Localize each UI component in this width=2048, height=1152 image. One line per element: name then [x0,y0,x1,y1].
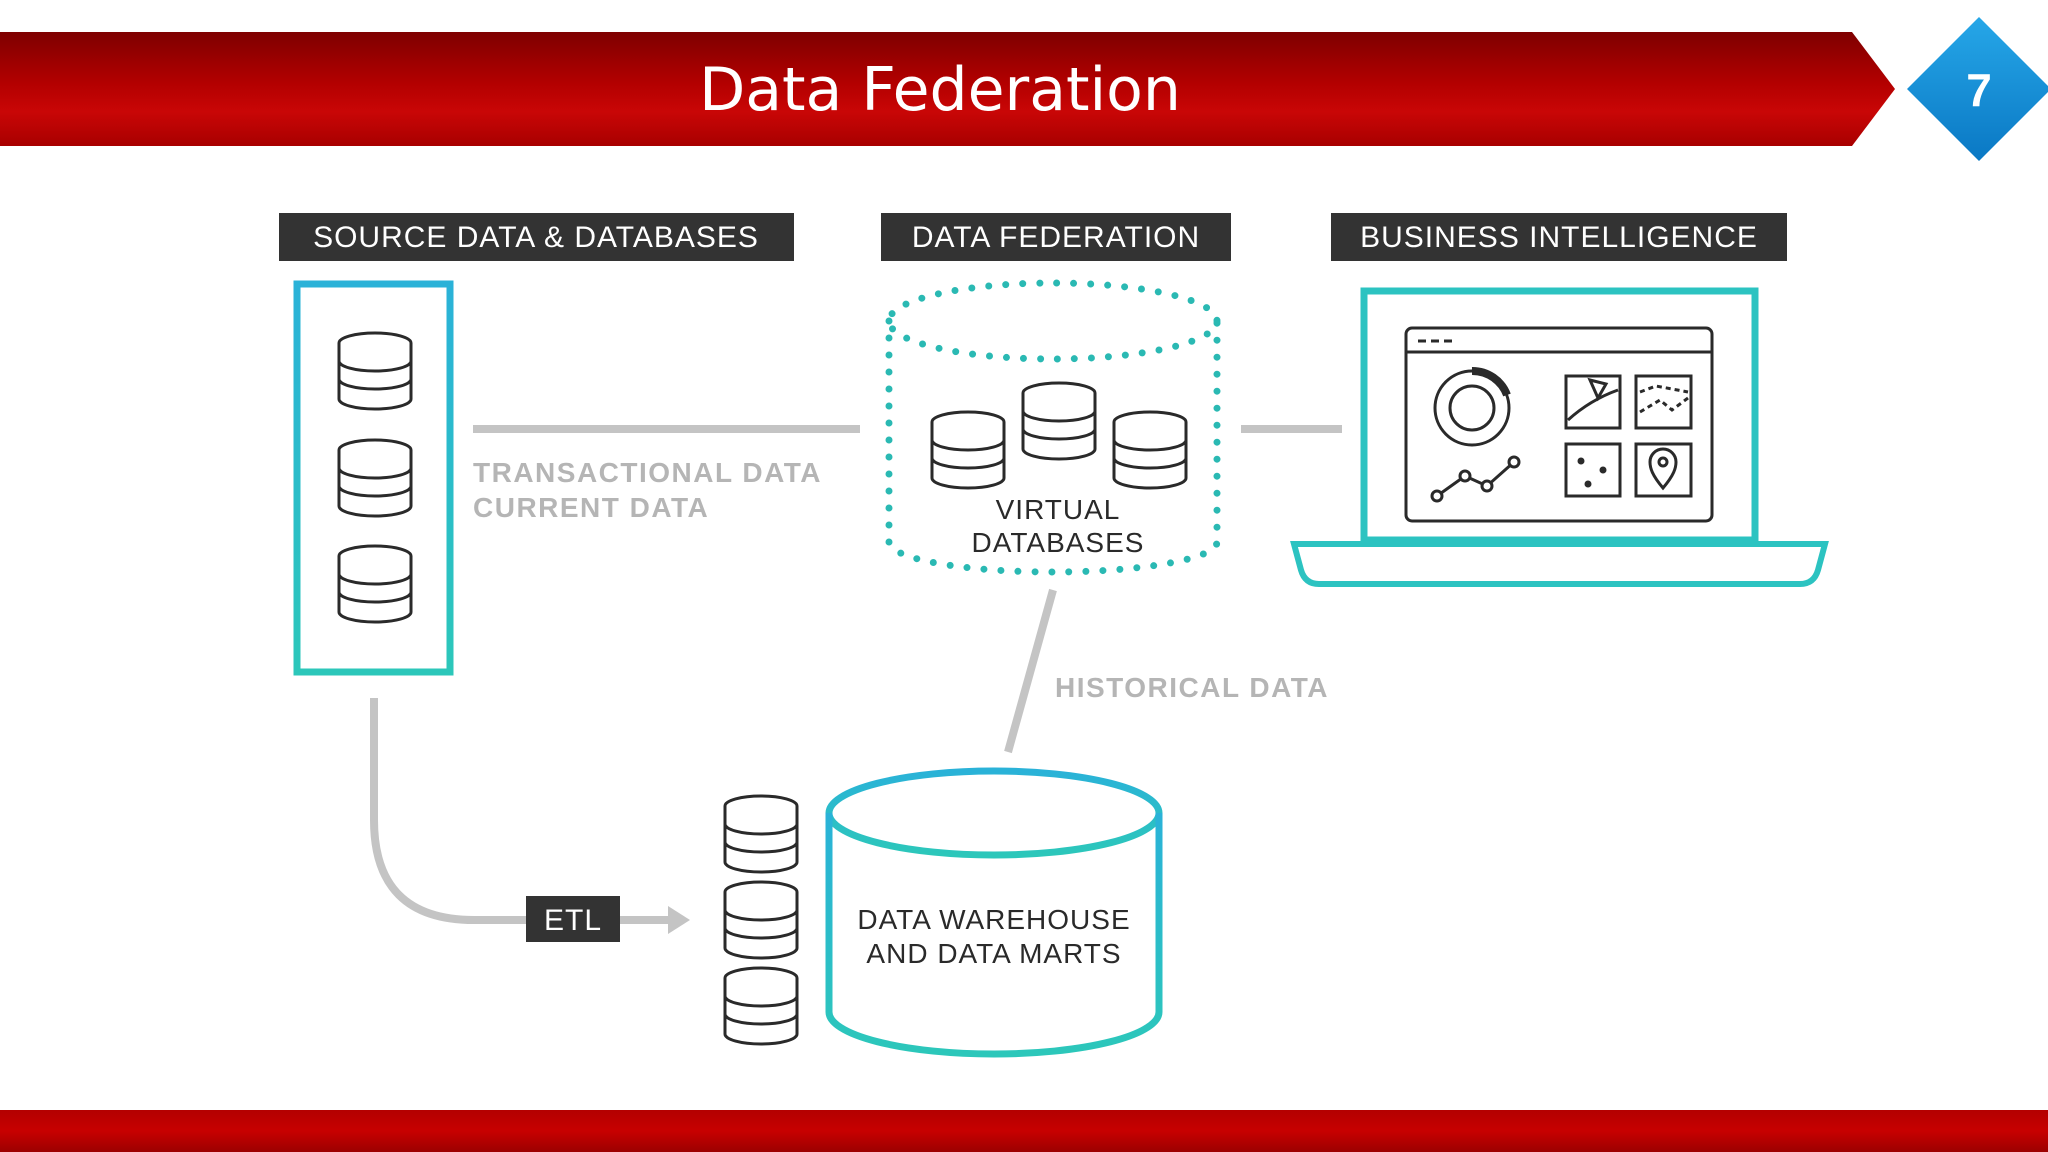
line-chart-icon [1430,455,1521,503]
virtual-database-icon [930,410,1006,490]
title-banner [0,32,1895,146]
laptop-icon [1290,287,1829,587]
source-database-icon [337,331,413,411]
warehouse-database-icon [723,880,799,960]
slide-title: Data Federation [699,55,1181,125]
federation-header: DATA FEDERATION [912,221,1200,254]
slide-number-badge [1907,17,2048,161]
virtual-database-icon [1112,410,1188,490]
etl-box [526,896,620,942]
bi-header-box [1331,213,1787,261]
virtual-database-cylinder [885,279,1221,576]
warehouse-label-line1: DATA WAREHOUSE [857,904,1130,935]
current-data-label: CURRENT DATA [473,492,709,523]
scatter-plot-icon [1564,442,1622,498]
virtual-database-icon [1021,381,1097,461]
slide-number: 7 [1966,64,1992,116]
source-database-icon [337,544,413,624]
virtual-label-line2: DATABASES [972,527,1145,558]
map-icon [1564,374,1622,430]
donut-chart-icon [1433,366,1511,447]
transactional-data-label: TRANSACTIONAL DATA [473,457,822,488]
federation-to-warehouse-line [1004,588,1057,754]
bi-header: BUSINESS INTELLIGENCE [1360,221,1758,254]
route-map-icon [1634,374,1693,430]
source-to-etl-curve [370,698,526,924]
source-database-icon [337,438,413,518]
source-header: SOURCE DATA & DATABASES [313,221,759,254]
warehouse-database-icon [723,794,799,874]
data-warehouse-cylinder [825,767,1163,1058]
location-pin-icon [1634,442,1693,498]
warehouse-database-icon [723,966,799,1046]
source-header-box [279,213,794,261]
source-data-panel [293,280,454,676]
federation-header-box [881,213,1231,261]
historical-data-label: HISTORICAL DATA [1055,672,1329,703]
virtual-label-line1: VIRTUAL [996,494,1121,525]
warehouse-label-line2: AND DATA MARTS [866,938,1121,969]
footer-bar [0,1110,2048,1152]
etl-label: ETL [544,904,602,937]
etl-arrow-head [668,906,690,934]
dashboard-window [1404,326,1714,523]
